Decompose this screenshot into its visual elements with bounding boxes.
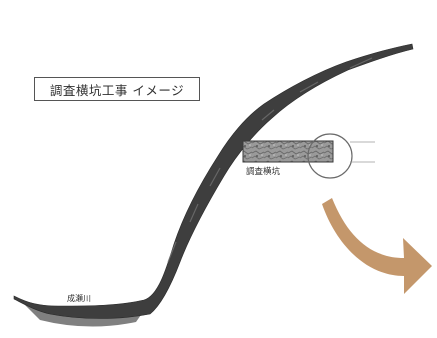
diagram-title: 調査横坑工事 イメージ xyxy=(34,77,200,101)
detail-circle xyxy=(307,133,353,179)
slope-texture xyxy=(167,57,373,263)
adit-label: 調査横坑 xyxy=(246,167,281,177)
curved-arrow xyxy=(322,198,432,294)
river-label: 成瀬川 xyxy=(67,294,91,303)
investigation-adit xyxy=(242,140,334,163)
ground-surface-band xyxy=(13,43,414,319)
